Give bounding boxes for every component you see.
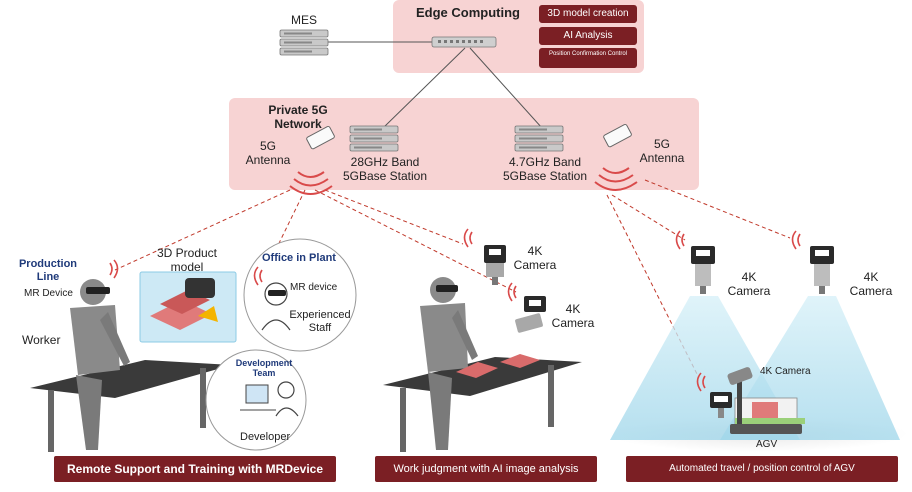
production-line-label: Production Line: [14, 258, 82, 283]
signal-waves-icon: [791, 230, 801, 250]
signal-waves-icon: [675, 230, 685, 250]
developer-label: Developer: [240, 431, 291, 443]
signal-waves-icon: [696, 372, 706, 392]
ribbon-label: Automated travel / position control of A…: [669, 463, 855, 474]
mr-device-label: MR Device: [24, 288, 73, 299]
label-line: Production: [18, 258, 78, 270]
label-line: Experienced: [289, 309, 351, 321]
label-line: Staff: [308, 321, 332, 334]
camera-icon: [810, 246, 834, 294]
station-47ghz-label: 4.7GHz Band 5GBase Station: [493, 155, 597, 184]
label-line: model: [170, 259, 204, 274]
camera-label: 4K Camera: [720, 270, 778, 299]
label-line: Camera: [727, 283, 771, 298]
base-station-28ghz-icon: [349, 125, 399, 152]
developer-icon: [240, 381, 299, 417]
edge-47ghz-link: [469, 47, 543, 129]
signal-waves-icon: [463, 228, 473, 248]
signal-waves-icon: [507, 282, 517, 302]
label-line: Antenna: [639, 150, 685, 165]
private-5g-title: Private 5G Network: [260, 103, 336, 132]
product-parts-icon: [456, 354, 540, 378]
label-line: 5GBase Station: [502, 168, 588, 183]
edge-computing-title: Edge Computing: [416, 5, 520, 20]
ribbon-ai-analysis: Work judgment with AI image analysis: [375, 456, 597, 482]
title-line: Network: [274, 116, 322, 131]
label-line: 5G: [259, 139, 276, 153]
office-title: Office in Plant: [262, 252, 336, 264]
conveyor-left: [30, 360, 232, 452]
worker-left-icon: [70, 279, 130, 450]
ribbon-label: Remote Support and Training with MRDevic…: [66, 462, 324, 476]
ribbon-label: Work judgment with AI image analysis: [393, 463, 579, 475]
station-28ghz-label: 28GHz Band 5GBase Station: [333, 155, 437, 184]
camera-label: 4K Camera: [508, 244, 562, 273]
label-line: 3D Product: [156, 246, 218, 260]
label-line: 28GHz Band: [350, 155, 420, 169]
label-line: Line: [36, 270, 60, 283]
mes-server-icon: [279, 29, 329, 56]
function-ai-analysis: AI Analysis: [539, 27, 637, 45]
label-line: Camera: [551, 315, 595, 330]
label-line: Development: [235, 358, 293, 368]
mes-label: MES: [291, 13, 318, 27]
product-model-icon: [150, 278, 218, 330]
title-line: Private 5G: [268, 103, 328, 117]
ribbon-agv-control: Automated travel / position control of A…: [626, 456, 898, 482]
label-line: 4K: [741, 270, 757, 284]
label-line: 5GBase Station: [342, 168, 428, 183]
function-label: 3D model creation: [547, 8, 629, 19]
office-mr-device-label: MR device: [290, 282, 338, 293]
camera-label: 4K Camera: [546, 302, 600, 331]
right-antenna-label: 5G Antenna: [634, 137, 690, 166]
development-team-label: Development Team: [228, 358, 300, 379]
label-line: 4K: [863, 270, 879, 284]
camera-icon: [484, 245, 506, 285]
antenna-left-icon: [306, 125, 335, 150]
camera-icon: [710, 392, 732, 418]
left-antenna-label: 5G Antenna: [240, 139, 296, 168]
experienced-staff-label: Experienced Staff: [286, 309, 354, 334]
private-5g-panel: [229, 98, 699, 190]
function-label: Position Confirmation Control: [548, 51, 628, 57]
edge-28ghz-link: [382, 47, 466, 129]
function-3d-model-creation: 3D model creation: [539, 5, 637, 23]
label-line: 4K: [565, 302, 581, 316]
network-switch-icon: [431, 36, 497, 48]
signal-waves-icon: [289, 171, 333, 195]
product-model-label: 3D Product model: [148, 246, 226, 275]
camera-icon: [515, 296, 546, 333]
agv-camera-label: 4K Camera: [760, 366, 811, 377]
worker-label: Worker: [22, 333, 61, 347]
function-position-control: Position Confirmation Control: [539, 48, 637, 68]
antenna-right-icon: [603, 123, 632, 148]
signal-waves-icon: [594, 167, 638, 191]
worker-middle-icon: [420, 277, 478, 450]
signal-waves-icon: [109, 259, 119, 279]
label-line: Camera: [849, 283, 893, 298]
experienced-staff-icon: [261, 282, 291, 331]
camera-label: 4K Camera: [842, 270, 900, 299]
agv-label: AGV: [756, 439, 778, 450]
label-line: Team: [252, 368, 276, 379]
label-line: 5G: [653, 137, 670, 151]
label-line: Camera: [513, 257, 557, 272]
label-line: 4.7GHz Band: [508, 155, 582, 169]
signal-waves-icon: [253, 266, 263, 286]
label-line: 4K: [527, 244, 543, 258]
ribbon-mr-support: Remote Support and Training with MRDevic…: [54, 456, 336, 482]
agv-icon: [727, 367, 805, 434]
function-label: AI Analysis: [563, 30, 613, 41]
label-line: Antenna: [245, 152, 291, 167]
camera-icon: [691, 246, 715, 294]
base-station-47ghz-icon: [514, 125, 564, 152]
